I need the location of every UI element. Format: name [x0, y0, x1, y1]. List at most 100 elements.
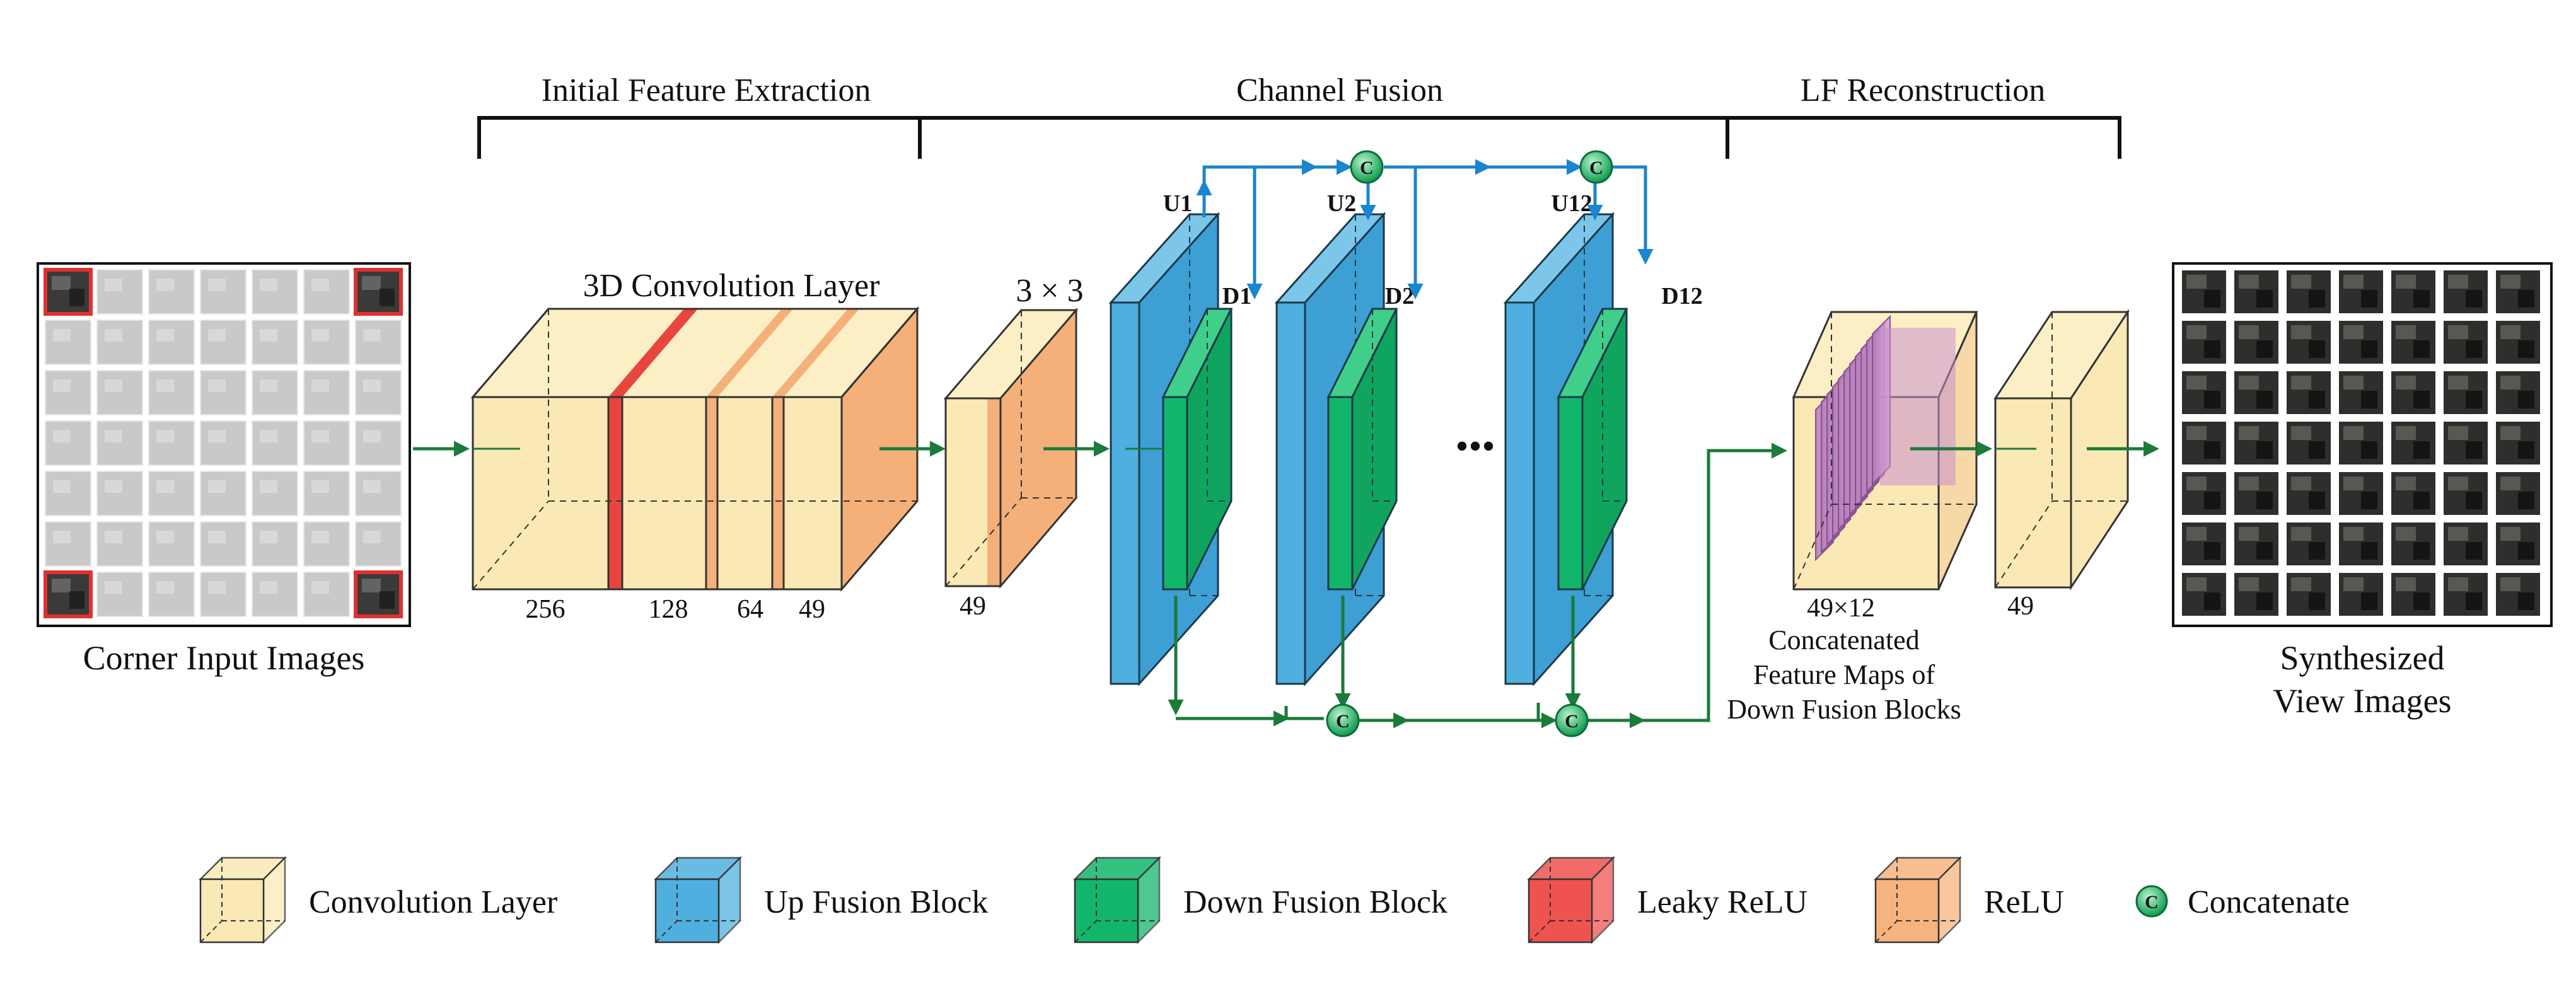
missing-view-tile	[96, 521, 143, 567]
down-fusion-block-d12	[1557, 308, 1628, 591]
down-fusion-block-d2	[1326, 308, 1398, 591]
concatenate-node	[1326, 703, 1360, 737]
input-caption: Corner Input Images	[83, 639, 365, 677]
label-d1: D1	[1222, 283, 1251, 309]
concatenate-node-label: C	[1565, 711, 1579, 732]
legend-item-relu: ReLU	[1873, 855, 2064, 945]
channels-128: 128	[649, 595, 688, 624]
concatenate-node	[1555, 703, 1589, 737]
concatenate-node	[1350, 150, 1384, 184]
label-u1: U1	[1163, 190, 1192, 217]
concatenate-node-label: C	[1336, 711, 1350, 732]
missing-view-tile	[303, 269, 350, 315]
missing-view-tile	[96, 269, 143, 315]
missing-view-tile	[96, 471, 143, 516]
concatenate-node-label: C	[1360, 158, 1374, 178]
missing-view-tile	[45, 471, 91, 516]
missing-view-tile	[252, 320, 298, 365]
legend-label-conv: Convolution Layer	[309, 884, 557, 920]
stage-initial-title: Initial Feature Extraction	[542, 72, 871, 108]
missing-view-tile	[303, 521, 350, 567]
concatenate-node	[1579, 150, 1613, 184]
missing-view-tile	[96, 320, 143, 365]
missing-view-tile	[200, 370, 247, 415]
conv3d-layer-block	[470, 306, 920, 592]
channels-49-third: 49	[2007, 592, 2034, 621]
missing-view-tile	[355, 370, 402, 415]
missing-view-tile	[45, 320, 91, 365]
missing-view-tile	[45, 420, 91, 466]
missing-view-tile	[148, 370, 195, 415]
stage-recon-title: LF Reconstruction	[1801, 72, 2046, 108]
missing-view-tile	[148, 572, 195, 617]
missing-view-tile	[252, 471, 298, 516]
concat-feature-block	[1792, 311, 1978, 591]
missing-view-tile	[96, 572, 143, 617]
missing-view-tile	[252, 269, 298, 315]
missing-view-tile	[200, 420, 247, 466]
legend-item-conv: Convolution Layer	[198, 855, 557, 945]
concat-caption-line1: Concatenated	[1768, 625, 1919, 655]
missing-view-tile	[200, 521, 247, 567]
concat-caption-line3: Down Fusion Blocks	[1727, 694, 1961, 725]
conv3x3-block	[943, 307, 1079, 589]
label-u12: U12	[1551, 190, 1592, 217]
channels-49-first: 49	[799, 595, 825, 624]
concat-nodes: C C C C	[1326, 150, 1613, 737]
legend-item-down: Down Fusion Block	[1072, 855, 1448, 945]
missing-view-tile	[45, 370, 91, 415]
missing-view-tile	[148, 521, 195, 567]
concat-shape: 49×12	[1807, 594, 1875, 623]
corner-input-images	[37, 262, 411, 627]
legend-concat-symbol: C	[2145, 892, 2159, 913]
legend-label-down: Down Fusion Block	[1183, 884, 1448, 920]
down-fusion-block-d1	[1161, 308, 1233, 591]
legend-item-concat: C Concatenate	[2135, 884, 2350, 920]
missing-view-tile	[148, 269, 195, 315]
concatenate-node-label: C	[1589, 158, 1603, 178]
missing-view-tile	[355, 420, 402, 466]
label-d12: D12	[1661, 283, 1702, 309]
missing-view-tile	[200, 471, 247, 516]
missing-view-tile	[252, 370, 298, 415]
missing-view-tile	[355, 471, 402, 516]
missing-view-tile	[200, 320, 247, 365]
missing-view-tile	[303, 320, 350, 365]
legend-label-relu: ReLU	[1984, 884, 2064, 920]
legend-item-leaky: Leaky ReLU	[1526, 855, 1807, 945]
missing-view-tile	[148, 471, 195, 516]
ellipsis: •••	[1455, 425, 1495, 467]
missing-view-tile	[303, 572, 350, 617]
missing-view-tile	[45, 521, 91, 567]
missing-view-tile	[355, 320, 402, 365]
legend-label-up: Up Fusion Block	[764, 884, 988, 920]
synthesized-view-images	[2172, 262, 2553, 627]
missing-view-tile	[148, 420, 195, 466]
label-d2: D2	[1385, 283, 1414, 309]
stage-fusion-title: Channel Fusion	[1236, 72, 1443, 108]
conv3d-title: 3D Convolution Layer	[583, 268, 880, 304]
output-caption-line1: Synthesized	[2280, 639, 2445, 677]
missing-view-tile	[96, 420, 143, 466]
missing-view-tile	[303, 420, 350, 466]
missing-view-tile	[200, 572, 247, 617]
legend-label-concat: Concatenate	[2188, 884, 2350, 920]
legend: Convolution Layer Up Fusion Block Down Fus…	[198, 855, 2350, 945]
kernel-label: 3 × 3	[1016, 273, 1083, 309]
missing-view-tile	[148, 320, 195, 365]
fusion-blocks	[1108, 212, 1628, 686]
channels-49-second: 49	[960, 592, 986, 621]
missing-view-tile	[96, 370, 143, 415]
missing-view-tile	[303, 471, 350, 516]
blue-arrows	[1196, 159, 1654, 299]
missing-view-tile	[303, 370, 350, 415]
missing-view-tile	[200, 269, 247, 315]
legend-label-leaky: Leaky ReLU	[1637, 884, 1807, 920]
missing-view-tile	[252, 420, 298, 466]
missing-view-tile	[252, 521, 298, 567]
legend-item-up: Up Fusion Block	[653, 855, 988, 945]
stage-brackets	[477, 116, 2121, 159]
green-arrows	[413, 441, 2159, 729]
concat-caption-line2: Feature Maps of	[1753, 659, 1935, 690]
channels-64: 64	[737, 595, 763, 624]
